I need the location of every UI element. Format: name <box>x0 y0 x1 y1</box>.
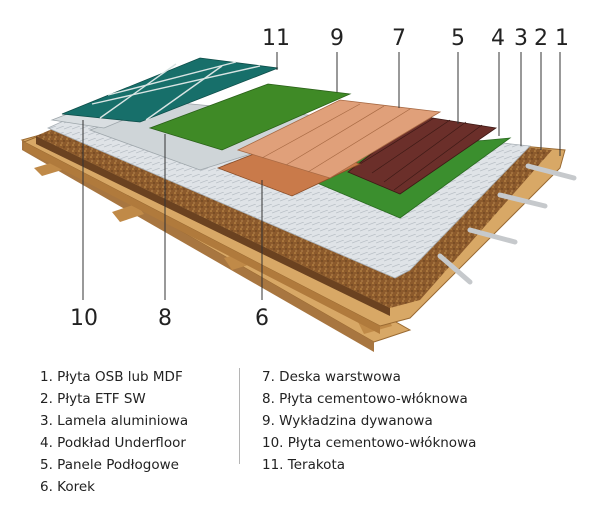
legend-item-9: 9. Wykładzina dywanowa <box>262 413 433 429</box>
callout-7: 7 <box>392 26 406 51</box>
callout-6: 6 <box>255 306 269 331</box>
layer-9-carpet <box>148 83 352 151</box>
legend-item-2: 2. Płyta ETF SW <box>40 391 146 407</box>
leader-lines <box>82 52 561 300</box>
layer-7-wood-board <box>236 99 442 179</box>
wood-board-joints <box>261 103 411 173</box>
floor-panel-joints <box>359 117 483 191</box>
callout-10: 10 <box>70 306 98 331</box>
callout-9: 9 <box>330 26 344 51</box>
legend-item-10: 10. Płyta cementowo-włóknowa <box>262 435 477 451</box>
legend-item-1: 1. Płyta OSB lub MDF <box>40 369 183 385</box>
callout-1: 1 <box>555 26 569 51</box>
pipe <box>437 253 473 285</box>
layer-1-osb-edge <box>24 142 380 334</box>
pipe <box>497 192 548 209</box>
layer-2-etf-edge <box>36 136 390 316</box>
legend-item-7: 7. Deska warstwowa <box>262 369 401 385</box>
callout-3: 3 <box>514 26 528 51</box>
legend-item-11: 11. Terakota <box>262 457 346 473</box>
pipe <box>525 163 577 181</box>
legend-divider <box>239 368 240 464</box>
legend-item-4: 4. Podkład Underfloor <box>40 435 186 451</box>
legend-item-5: 5. Panele Podłogowe <box>40 457 179 473</box>
legend-left-column: 1. Płyta OSB lub MDF 2. Płyta ETF SW 3. … <box>40 366 188 498</box>
callout-11: 11 <box>262 26 290 51</box>
tile-grout-lines <box>91 61 261 121</box>
legend-right-column: 7. Deska warstwowa 8. Płyta cementowo-wł… <box>262 366 476 476</box>
legend-item-3: 3. Lamela aluminiowa <box>40 413 189 429</box>
heating-pipes <box>437 163 577 285</box>
callout-4: 4 <box>491 26 505 51</box>
callout-8: 8 <box>158 306 172 331</box>
joist-block <box>112 204 144 222</box>
callout-2: 2 <box>534 26 548 51</box>
legend-item-6: 6. Korek <box>40 479 95 495</box>
callout-5: 5 <box>451 26 465 51</box>
legend-item-8: 8. Płyta cementowo-włóknowa <box>262 391 468 407</box>
pipe <box>467 227 518 245</box>
